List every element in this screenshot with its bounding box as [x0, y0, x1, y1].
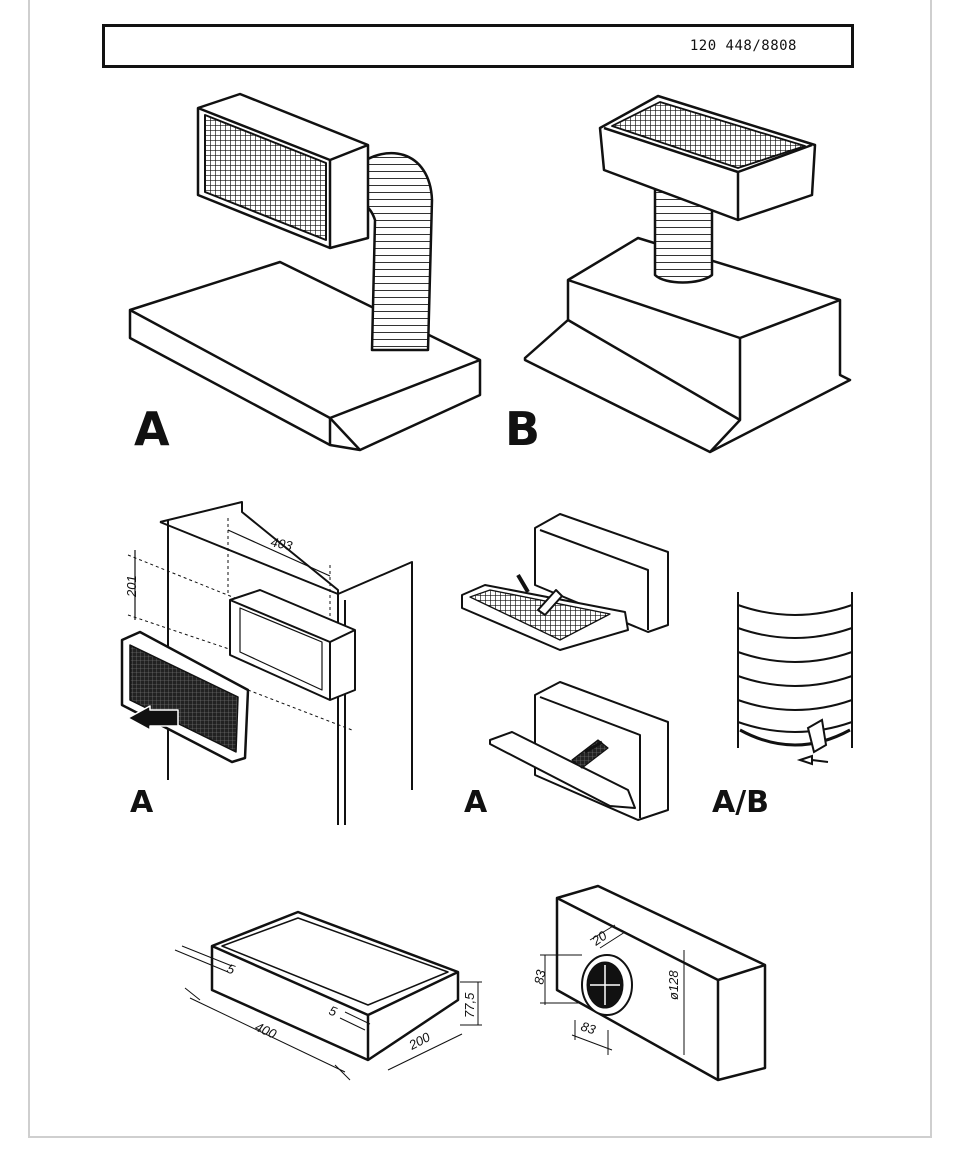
figure-label-b-top: B: [505, 402, 541, 456]
dim-wall-height: 201: [124, 575, 139, 598]
outlet-dimensions-drawing: [540, 884, 767, 1082]
figure-label-a-mid-center: A: [464, 785, 488, 820]
dim-outlet-diameter: ø128: [666, 970, 681, 1000]
figure-b-hood-with-top-filter: [523, 94, 852, 454]
figure-a-filter-replacement: [461, 513, 669, 821]
dim-outlet-offset-side: 83: [531, 968, 548, 986]
dim-wall-width: 403: [269, 534, 294, 553]
document-header-box: 120 448/8808: [102, 24, 854, 68]
figure-a-cabinet-installation: [120, 501, 413, 825]
dim-outlet-offset-bottom: 83: [579, 1019, 598, 1038]
figure-a-hood-with-wall-filter: [128, 92, 482, 452]
filter-dimensions-drawing: [174, 910, 482, 1081]
figure-ab-hose-clamp: [737, 592, 853, 766]
figure-label-a-mid-left: A: [130, 785, 154, 820]
figure-label-ab-mid-right: A/B: [712, 785, 770, 820]
dim-filter-height: 77,5: [462, 992, 477, 1018]
figure-label-a-top: A: [134, 402, 170, 456]
document-number: 120 448/8808: [689, 38, 797, 54]
